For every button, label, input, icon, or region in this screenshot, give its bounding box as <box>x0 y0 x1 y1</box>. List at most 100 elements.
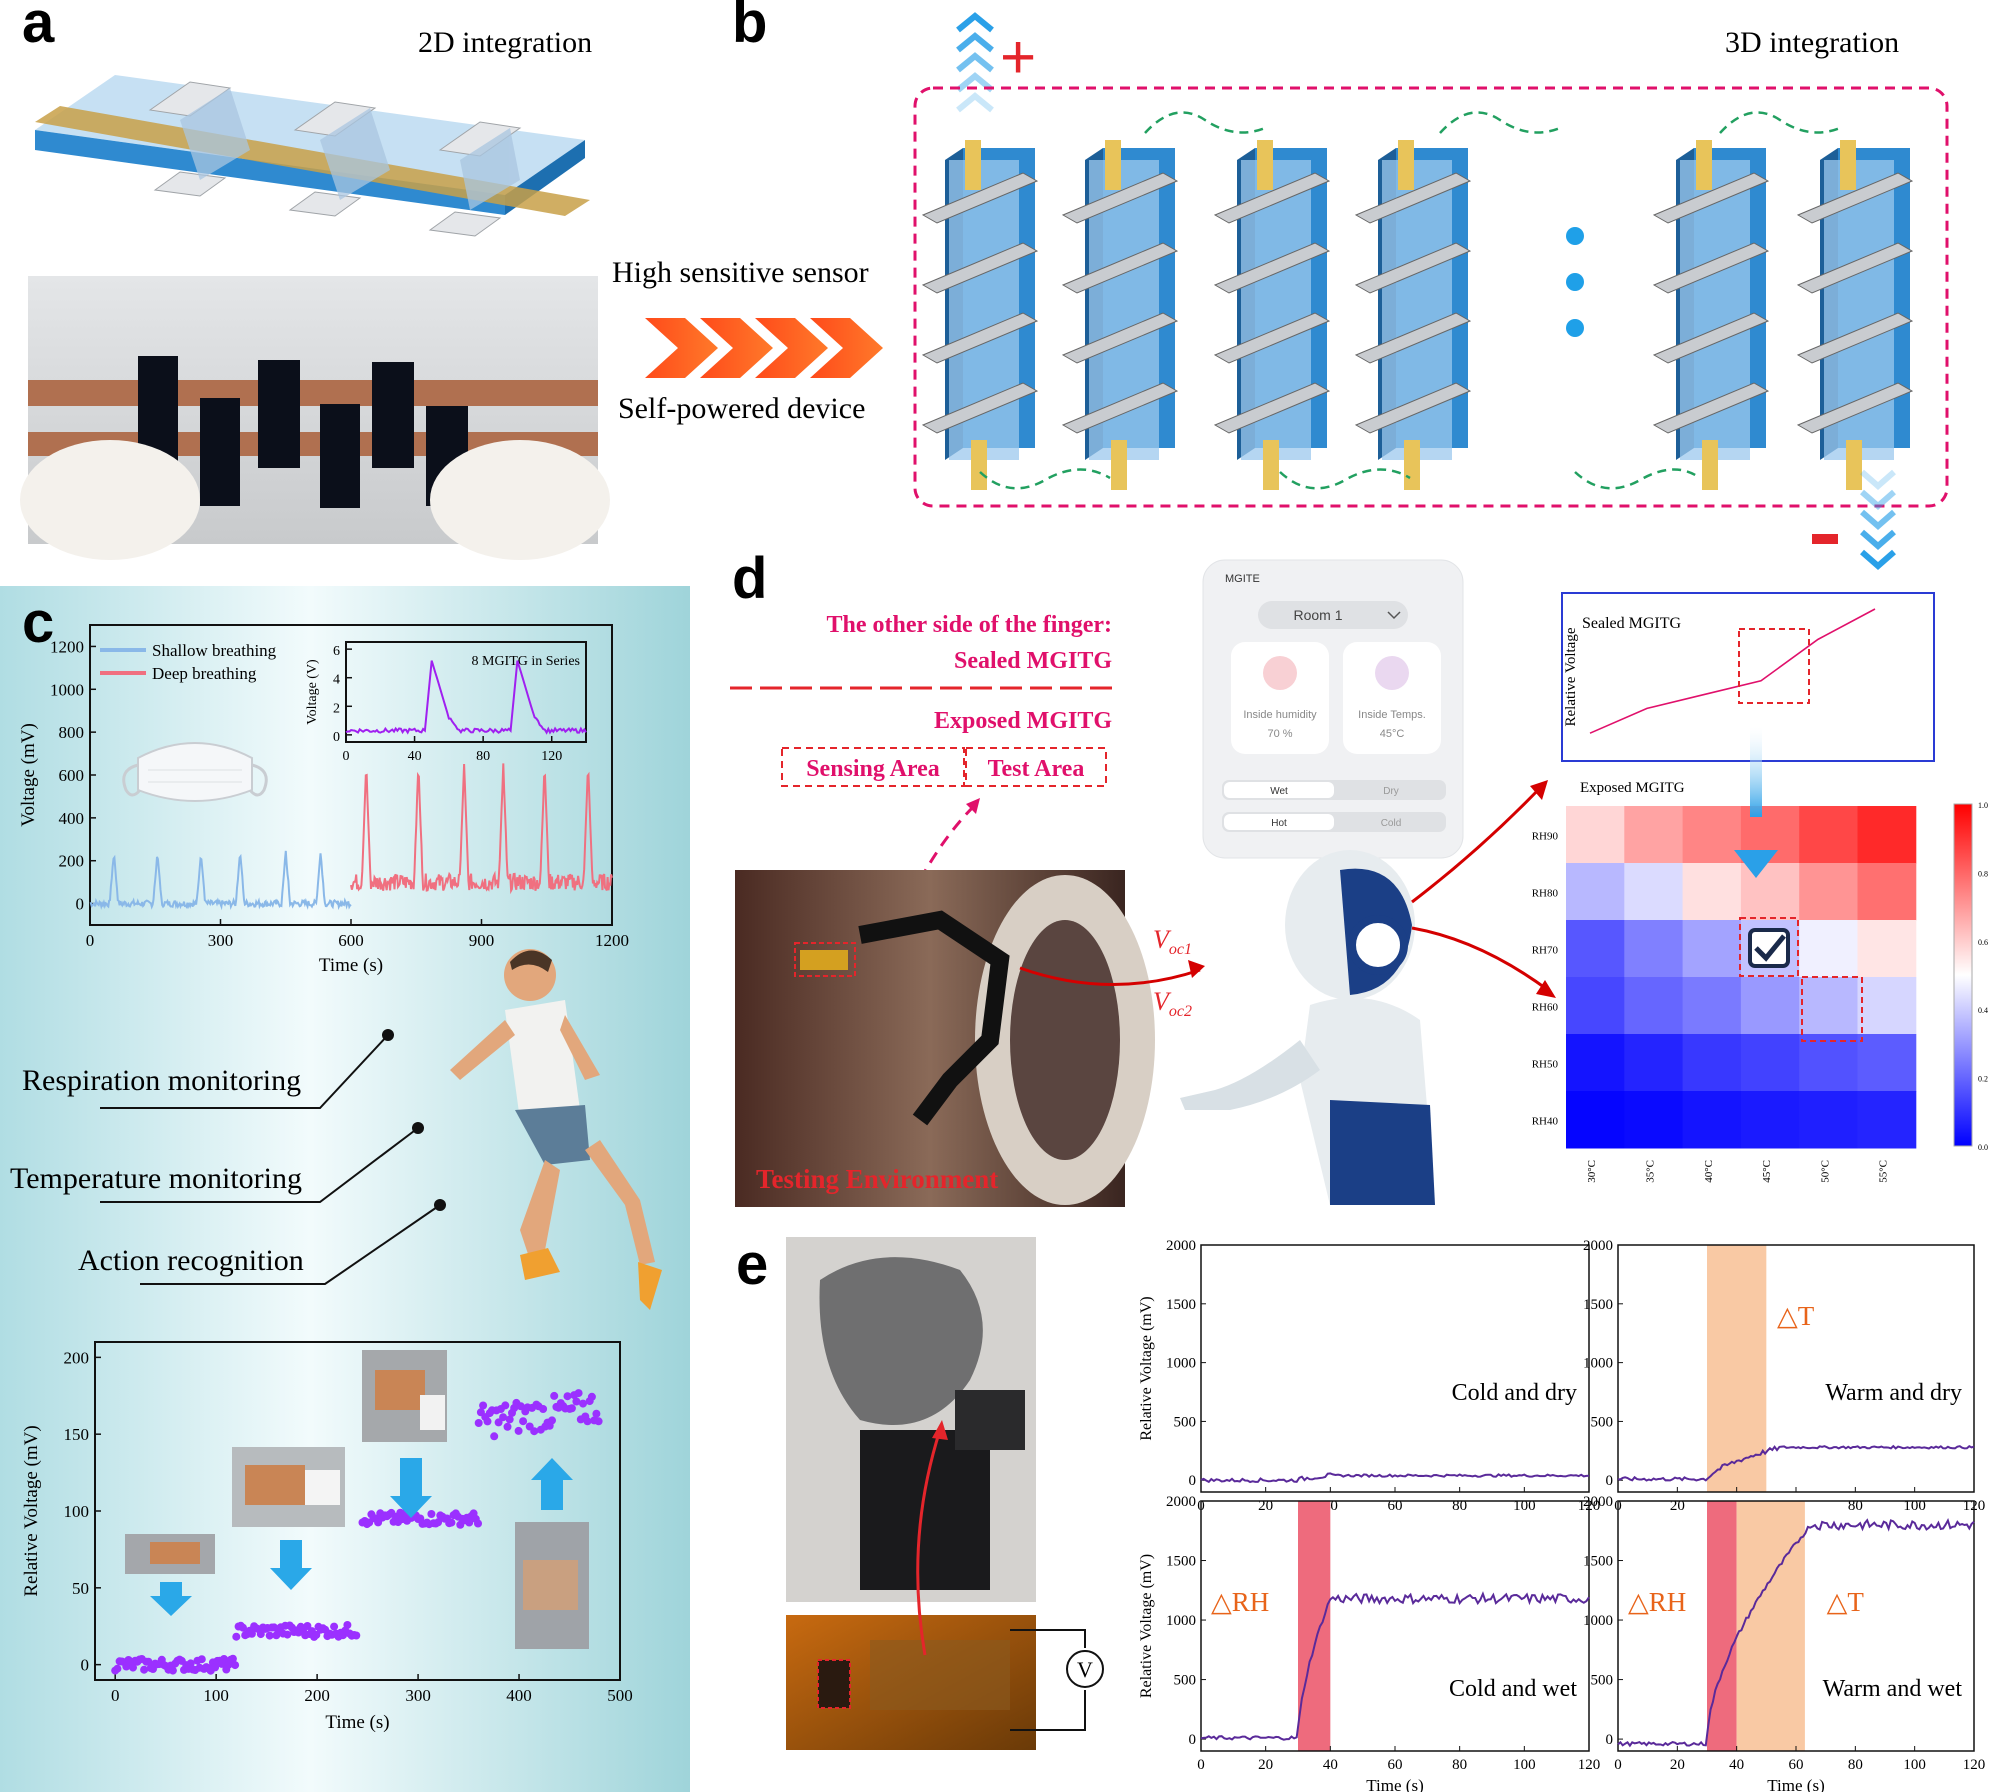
heatmap-cell <box>1624 920 1684 978</box>
heatmap-cell <box>1857 1091 1917 1149</box>
room-dropdown-label: Room 1 <box>1293 607 1342 623</box>
sealed-title: Sealed MGITG <box>1582 615 1682 632</box>
sensing-area-box <box>781 747 965 787</box>
y-tick-label: 4 <box>333 673 340 688</box>
metal-strip <box>1213 172 1331 224</box>
heatmap-cell <box>1566 806 1625 864</box>
metal-strip <box>1796 242 1914 294</box>
toggle-dry[interactable]: Dry <box>1383 786 1399 797</box>
x-tick-label: 500 <box>607 1686 633 1705</box>
band-label: △RH <box>1628 1587 1686 1617</box>
check-mark-icon <box>1754 934 1786 962</box>
scatter-point <box>483 1417 492 1426</box>
sensing-area-label: Sensing Area <box>806 756 940 782</box>
heatmap-cell <box>1740 977 1800 1035</box>
heatmap-cell <box>1566 977 1625 1035</box>
scatter-point <box>330 1622 339 1631</box>
bottom-electrode <box>1846 440 1862 490</box>
heatmap-cell <box>1740 1034 1800 1092</box>
metal-strip <box>921 382 1039 434</box>
heatmap-highlight-cell <box>1739 917 1799 977</box>
scatter-point <box>312 1630 321 1639</box>
band-dT <box>1707 1245 1767 1492</box>
y-tick-label: 1500 <box>1583 1297 1613 1313</box>
scatter-point <box>530 1427 539 1436</box>
x-tick-label: 100 <box>1903 1757 1926 1773</box>
down-arrow-icon <box>1860 469 1896 570</box>
panel-letter-a: a <box>22 0 55 55</box>
scatter-point <box>343 1621 352 1629</box>
scatter-point <box>352 1631 361 1640</box>
heatmap-y-label: RH70 <box>1532 945 1559 957</box>
ellipsis-dots <box>1566 227 1584 337</box>
sealed-line <box>1589 608 1876 734</box>
y-tick-label: 0 <box>333 730 340 745</box>
y-tick-label: 2000 <box>1583 1494 1613 1510</box>
heatmap-cell <box>1799 1034 1858 1092</box>
y-tick-label: 0 <box>1606 1732 1614 1748</box>
top-electrode <box>1840 140 1856 190</box>
y-axis-label: Voltage (mV) <box>18 723 39 827</box>
humidity-card <box>1231 642 1329 754</box>
y-tick-label: 200 <box>59 852 85 871</box>
heatmap-cell <box>1799 806 1858 864</box>
scatter-point <box>574 1389 583 1398</box>
series-stack-frame <box>913 86 1949 508</box>
scatter-point <box>490 1432 499 1441</box>
inset-series-line <box>345 660 587 735</box>
room-dropdown[interactable] <box>1258 601 1408 629</box>
subplot-warm-and-dry: 0204060801001200500100015002000Warm and … <box>1583 1238 1985 1514</box>
up-arrow-icon <box>956 12 994 113</box>
temperature-label: Inside Temps. <box>1358 709 1426 721</box>
phone-mockup: MGITE Room 1 Inside humidity 70 % Inside… <box>1202 559 1464 859</box>
scatter-point <box>474 1519 482 1528</box>
y-tick-label: 1500 <box>1166 1297 1196 1313</box>
series-line-shallow <box>89 850 352 911</box>
x-tick-label: 40 <box>408 749 422 764</box>
scatter-point <box>592 1409 601 1418</box>
heatmap-cell <box>1682 920 1742 978</box>
scatter-point <box>231 1661 240 1670</box>
scatter-point <box>499 1413 508 1422</box>
y-tick-label: 400 <box>59 809 85 828</box>
metal-strip <box>1652 172 1770 224</box>
heatmap-cell <box>1857 920 1917 978</box>
y-tick-label: 200 <box>64 1348 90 1367</box>
scatter-point <box>563 1392 572 1401</box>
heatmap-cell <box>1799 920 1858 978</box>
heatmap-y-label: RH60 <box>1532 1002 1559 1014</box>
metal-strip <box>1796 312 1914 364</box>
y-tick-label: 2000 <box>1166 1494 1196 1510</box>
metal-strip <box>1213 382 1331 434</box>
mask-illustration <box>122 742 268 802</box>
scatter-point <box>144 1657 153 1666</box>
voltmeter-label: V <box>1077 1657 1093 1682</box>
toggle-wet[interactable] <box>1224 782 1334 798</box>
application-labels: Respiration monitoring Temperature monit… <box>10 1029 446 1285</box>
x-tick-label: 300 <box>405 1686 431 1705</box>
bottom-electrode <box>1263 440 1279 490</box>
metal-strip <box>1213 242 1331 294</box>
arrow-to-sealed <box>1411 786 1542 904</box>
toggle-cold[interactable]: Cold <box>1381 818 1402 829</box>
toggle-hot[interactable] <box>1224 814 1334 830</box>
top-electrode <box>1398 140 1414 190</box>
scatter-point <box>539 1405 548 1413</box>
testing-environment-photo: Testing Environment <box>735 870 1155 1207</box>
voltmeter-icon <box>1066 1650 1104 1688</box>
scatter-point <box>587 1392 596 1401</box>
y-tick-label: 500 <box>1591 1673 1614 1689</box>
y-tick-label: 100 <box>64 1502 90 1521</box>
heatmap-cell <box>1624 863 1684 921</box>
x-tick-label: 80 <box>1452 1757 1467 1773</box>
x-tick-label: 0 <box>111 1686 120 1705</box>
scatter-point <box>505 1415 514 1424</box>
plus-sign: + <box>1000 23 1036 92</box>
x-tick-label: 120 <box>541 749 562 764</box>
subplot-frame <box>1617 1244 1975 1493</box>
metal-strip <box>1061 382 1179 434</box>
panel-letter-d: d <box>732 546 767 611</box>
metal-strip <box>1213 312 1331 364</box>
scatter-point <box>572 1397 581 1406</box>
